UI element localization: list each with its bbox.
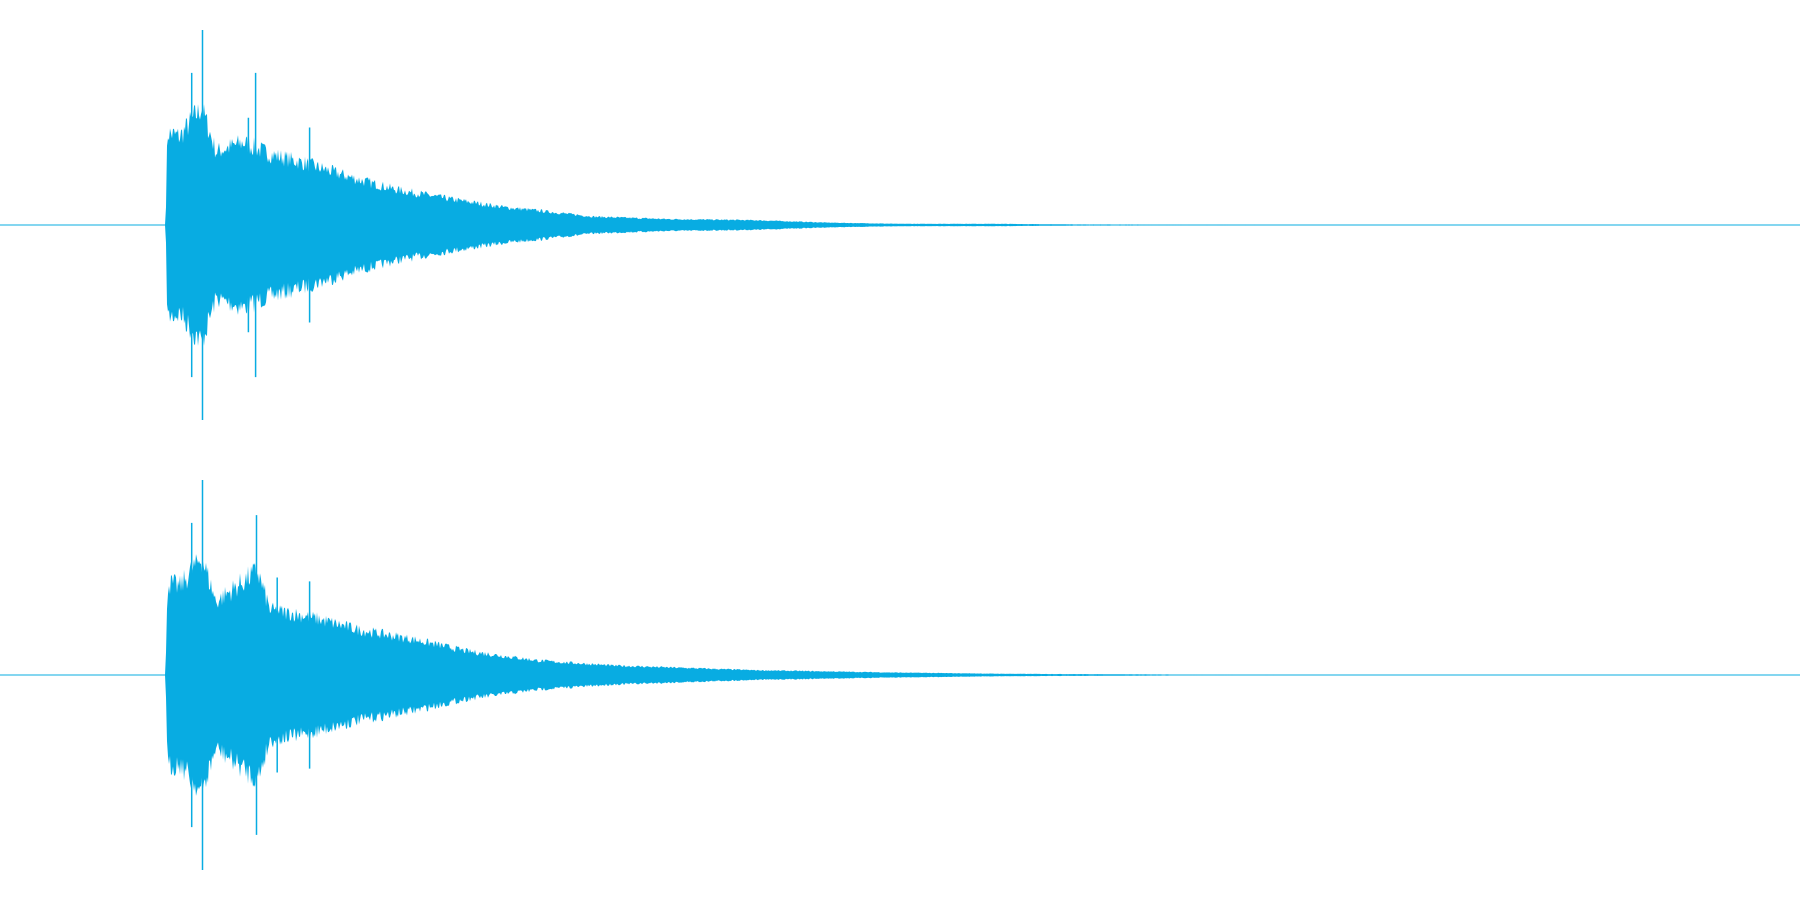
- waveform-channel-right[interactable]: [0, 480, 1800, 870]
- waveform-body: [0, 554, 1800, 796]
- waveform-channel-left[interactable]: [0, 30, 1800, 420]
- waveform-body: [0, 104, 1800, 346]
